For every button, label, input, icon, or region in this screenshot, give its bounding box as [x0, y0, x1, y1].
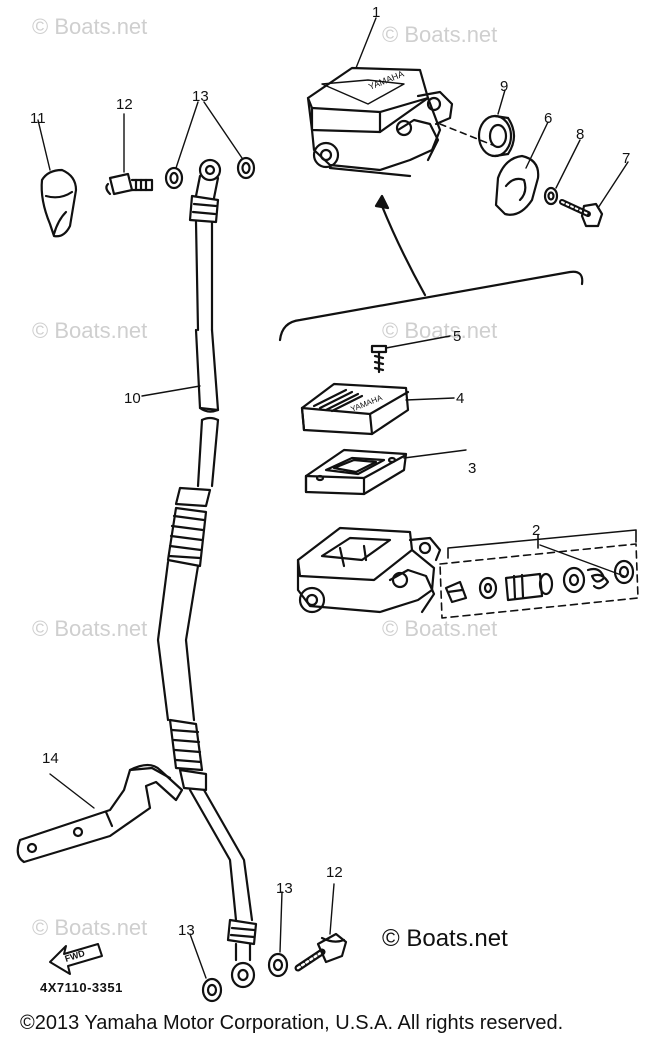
diaphragm — [304, 448, 408, 496]
brand-on-cover: YAMAHA — [367, 69, 405, 92]
callout-10: 10 — [124, 390, 141, 407]
watermark: © Boats.net — [382, 22, 498, 47]
watermark: © Boats.net — [32, 318, 148, 343]
master-cylinder-assembly — [306, 66, 454, 178]
seal-ring — [477, 114, 516, 158]
crush-washer — [267, 952, 289, 978]
callout-13: 13 — [192, 88, 209, 105]
callout-11: 11 — [30, 110, 46, 127]
callout-9: 9 — [500, 78, 509, 95]
union-bolt-top — [105, 172, 154, 196]
callout-14: 14 — [42, 750, 59, 767]
watermark: © Boats.net — [32, 616, 148, 641]
callout-5: 5 — [453, 328, 462, 345]
reservoir-cover — [300, 382, 410, 436]
callout-6: 6 — [544, 110, 553, 127]
brake-hose — [156, 158, 258, 989]
callout-7: 7 — [622, 150, 631, 167]
callout-13: 13 — [178, 922, 195, 939]
callout-12: 12 — [326, 864, 343, 881]
fwd-arrow-icon — [49, 943, 103, 975]
callout-8: 8 — [576, 126, 585, 143]
washer-8 — [543, 186, 559, 206]
hose-bracket — [16, 763, 184, 864]
callout-12: 12 — [116, 96, 133, 113]
crush-washer — [201, 977, 223, 1003]
screw-5 — [370, 344, 388, 374]
crush-washer — [164, 166, 184, 190]
callout-4: 4 — [456, 390, 465, 407]
watermark: © Boats.net — [32, 14, 148, 39]
diagram-code: 4X7110-3351 — [40, 980, 123, 995]
copyright-notice: ©2013 Yamaha Motor Corporation, U.S.A. A… — [20, 1012, 564, 1034]
piston-kit — [444, 559, 635, 604]
callout-2: 2 — [532, 522, 541, 539]
callout-13: 13 — [276, 880, 293, 897]
bolt-7 — [559, 199, 604, 228]
callout-3: 3 — [468, 460, 477, 477]
callout-1: 1 — [372, 4, 381, 21]
watermark: © Boats.net — [382, 616, 498, 641]
crush-washer — [236, 156, 256, 180]
holder — [494, 154, 540, 216]
master-cylinder-body — [296, 526, 442, 614]
watermark: © Boats.net — [382, 318, 498, 343]
brand-mark: © Boats.net — [382, 925, 508, 952]
watermark: © Boats.net — [32, 915, 148, 940]
union-bolt-bottom — [294, 932, 348, 972]
hose-cap — [40, 168, 78, 238]
